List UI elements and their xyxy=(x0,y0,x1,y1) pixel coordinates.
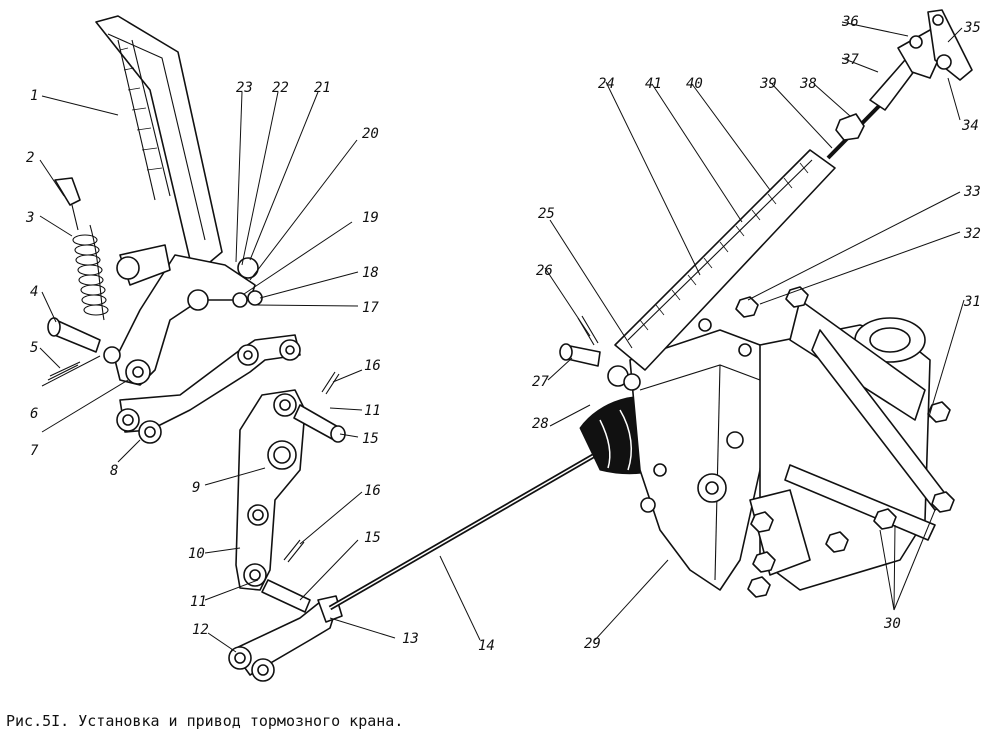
callout-label: 20 xyxy=(362,126,379,142)
callout-label: 16 xyxy=(364,358,381,374)
callout-label: 22 xyxy=(272,80,289,96)
brake-pedal xyxy=(95,15,263,386)
callout-label: 11 xyxy=(190,594,207,610)
callout-label: 9 xyxy=(192,480,200,496)
return-spring xyxy=(54,177,109,321)
callout-label: 16 xyxy=(364,483,381,499)
callout-label: 23 xyxy=(236,80,253,96)
callout-label: 28 xyxy=(532,416,549,432)
callout-label: 12 xyxy=(192,622,209,638)
callout-label: 30 xyxy=(883,616,901,632)
callout-label: 5 xyxy=(30,340,38,356)
callout-label: 7 xyxy=(30,443,39,459)
callout-label: 26 xyxy=(536,263,553,279)
callout-label: 33 xyxy=(963,184,981,200)
brake-valve-body xyxy=(629,286,955,598)
callout-label: 8 xyxy=(110,463,118,479)
callout-label: 40 xyxy=(686,76,703,92)
callout-label: 13 xyxy=(402,631,419,647)
pedal-pin xyxy=(47,317,101,381)
callout-label: 36 xyxy=(841,14,859,30)
callout-label: 17 xyxy=(362,300,379,316)
callout-label: 18 xyxy=(362,265,379,281)
callout-label: 14 xyxy=(478,638,495,654)
callout-label: 29 xyxy=(584,636,601,652)
callout-label: 27 xyxy=(532,374,549,390)
callout-label: 34 xyxy=(961,118,979,134)
callout-label: 35 xyxy=(963,20,981,36)
intermediate-lever xyxy=(235,371,346,613)
callout-label: 24 xyxy=(598,76,615,92)
valve-pull-rod xyxy=(228,449,602,682)
callout-label: 39 xyxy=(759,76,777,92)
callout-label: 37 xyxy=(841,52,859,68)
callout-label: 15 xyxy=(364,530,381,546)
callout-label: 21 xyxy=(314,80,331,96)
callout-labels: 1 2 3 4 5 6 7 8 9 10 11 11 12 13 14 15 1… xyxy=(25,14,981,654)
figure-caption: Рис.5I. Установка и привод тормозного кр… xyxy=(6,712,404,730)
callout-label: 19 xyxy=(362,210,379,226)
callout-label: 11 xyxy=(364,403,381,419)
callout-label: 32 xyxy=(963,226,981,242)
callout-label: 1 xyxy=(30,88,38,104)
callout-label: 10 xyxy=(188,546,205,562)
callout-label: 41 xyxy=(645,76,662,92)
callout-label: 38 xyxy=(799,76,817,92)
spring-cylinder xyxy=(559,9,973,391)
callout-label: 3 xyxy=(25,210,34,226)
callout-label: 25 xyxy=(538,206,555,222)
callout-label: 4 xyxy=(30,284,38,300)
pedal-link-rod xyxy=(116,334,301,444)
callout-label: 2 xyxy=(26,150,34,166)
callout-label: 15 xyxy=(362,431,379,447)
callout-label: 6 xyxy=(30,406,38,422)
callout-label: 31 xyxy=(963,294,981,310)
